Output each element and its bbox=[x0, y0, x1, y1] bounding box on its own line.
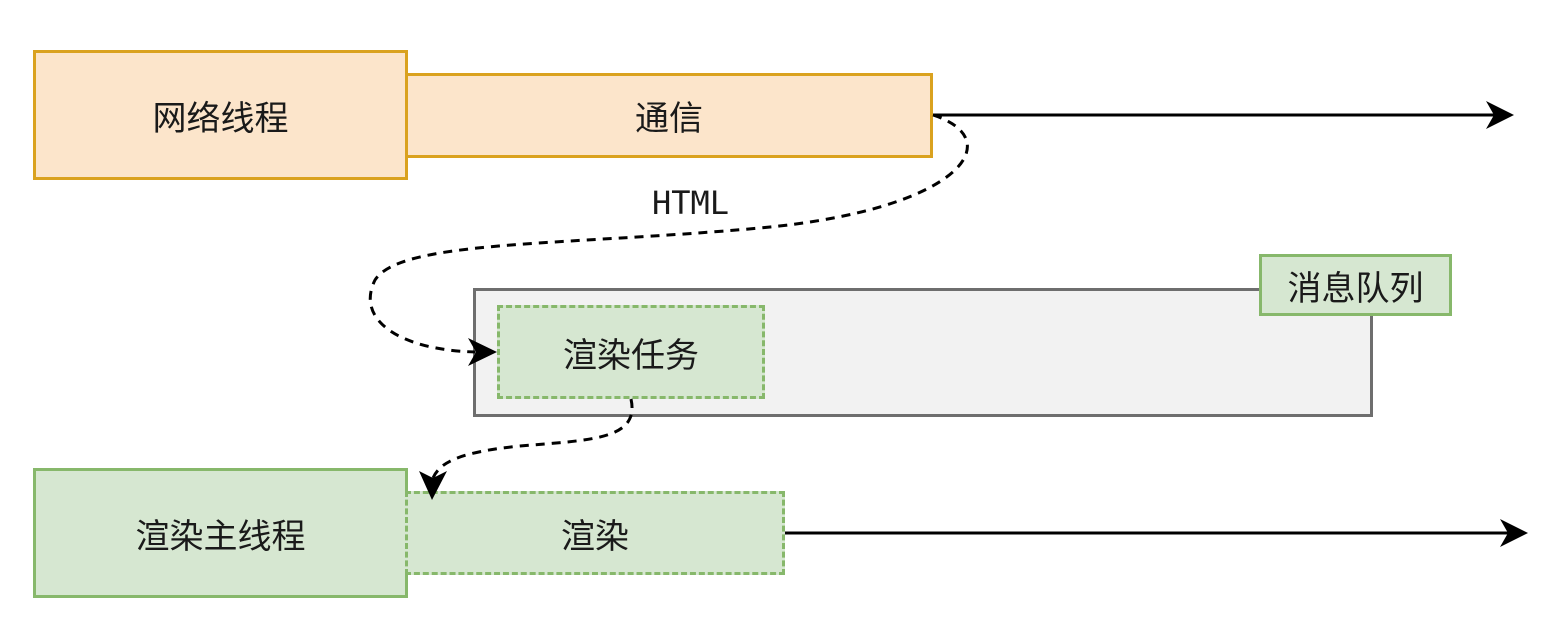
render-execution-box: 渲染 bbox=[405, 491, 785, 575]
render-task-box: 渲染任务 bbox=[497, 305, 765, 399]
communication-task-box: 通信 bbox=[405, 73, 933, 158]
main-arrowhead bbox=[1500, 519, 1528, 547]
html-edge-label: HTML bbox=[652, 184, 730, 222]
task-dispatch-curve bbox=[431, 398, 634, 479]
task-dispatch-arrowhead bbox=[419, 471, 447, 500]
message-queue-label: 消息队列 bbox=[1287, 268, 1424, 309]
render-execution-label: 渲染 bbox=[561, 516, 629, 557]
network-thread-label: 网络线程 bbox=[152, 98, 289, 139]
message-queue-tag: 消息队列 bbox=[1259, 254, 1452, 316]
render-main-thread-label: 渲染主线程 bbox=[135, 516, 306, 557]
communication-task-label: 通信 bbox=[635, 99, 703, 139]
network-thread-box: 网络线程 bbox=[33, 50, 408, 180]
html-transfer-arrowhead bbox=[468, 338, 497, 366]
render-main-thread-box: 渲染主线程 bbox=[33, 468, 408, 598]
render-task-label: 渲染任务 bbox=[563, 335, 699, 376]
html-transfer-curve bbox=[368, 113, 969, 354]
network-arrowhead bbox=[1486, 101, 1514, 129]
